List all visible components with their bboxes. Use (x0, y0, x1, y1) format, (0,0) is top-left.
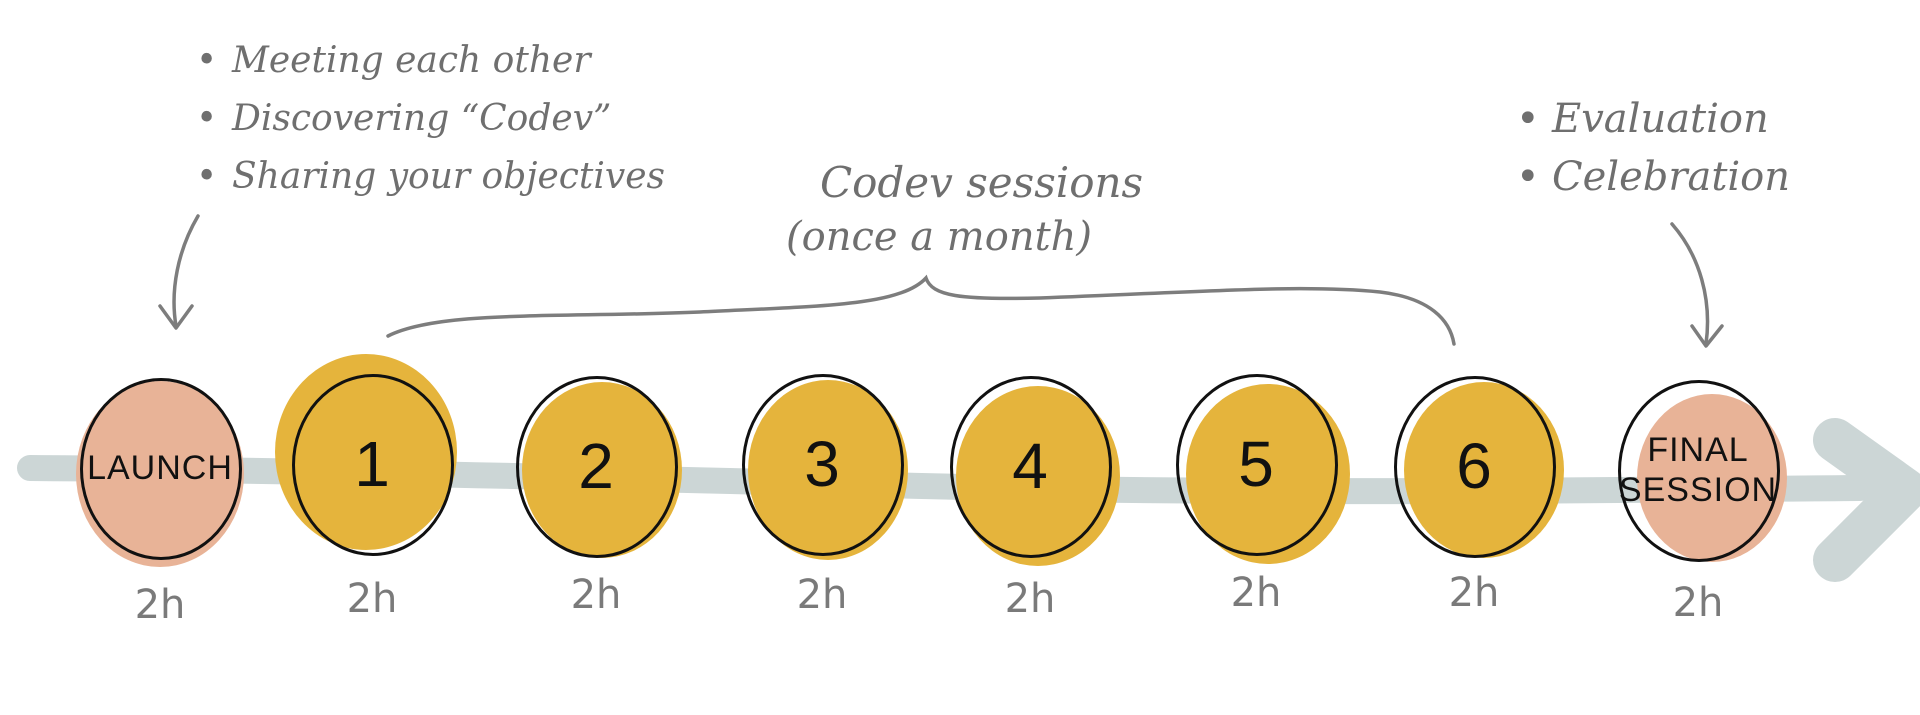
step-duration: 2h (796, 572, 848, 618)
sessions-caption-subtitle: (once a month) (786, 214, 1093, 260)
launch-notes-list: Meeting each other Discovering “Codev” S… (196, 32, 665, 206)
step-outline (292, 374, 454, 556)
final-pointer-arrow (1670, 222, 1710, 346)
step-outline (1394, 376, 1556, 558)
step-outline (80, 378, 242, 560)
launch-note: Meeting each other (196, 32, 665, 90)
step-outline (1176, 374, 1338, 556)
step-circle-session-6: 6 (1394, 376, 1564, 558)
step-duration: 2h (1230, 570, 1282, 616)
step-circle-session-1: 1 (275, 354, 457, 556)
launch-note: Discovering “Codev” (196, 90, 665, 148)
timeline-arrowhead (1813, 418, 1920, 582)
step-duration: 2h (346, 576, 398, 622)
final-notes-list: Evaluation Celebration (1516, 90, 1790, 206)
launch-pointer-arrow (172, 214, 200, 328)
step-label: 1 (354, 428, 390, 500)
launch-pointer-arrowhead (158, 304, 194, 330)
step-outline (950, 376, 1112, 558)
step-duration: 2h (1672, 580, 1724, 626)
step-circle-session-3: 3 (742, 374, 908, 560)
step-label: 3 (804, 428, 840, 500)
final-pointer-arrowhead (1690, 324, 1724, 348)
step-circle-session-5: 5 (1176, 374, 1350, 564)
sessions-caption-title: Codev sessions (820, 158, 1144, 207)
step-duration: 2h (134, 582, 186, 628)
step-label: 6 (1456, 430, 1492, 502)
step-circle-launch: LAUNCH (76, 378, 244, 567)
final-note: Celebration (1516, 148, 1790, 206)
step-duration: 2h (570, 572, 622, 618)
sessions-brace (386, 274, 1456, 346)
step-label: LAUNCH (87, 449, 233, 487)
step-circle-session-2: 2 (516, 376, 682, 558)
step-duration: 2h (1448, 570, 1500, 616)
step-outline (1618, 380, 1780, 562)
launch-note: Sharing your objectives (196, 148, 665, 206)
step-label: 4 (1012, 430, 1048, 502)
final-note: Evaluation (1516, 90, 1790, 148)
step-circle-session-4: 4 (950, 376, 1120, 566)
step-outline (516, 376, 678, 558)
step-label: 2 (578, 430, 614, 502)
step-duration: 2h (1004, 576, 1056, 622)
step-label: 5 (1238, 428, 1274, 500)
step-outline (742, 374, 904, 556)
